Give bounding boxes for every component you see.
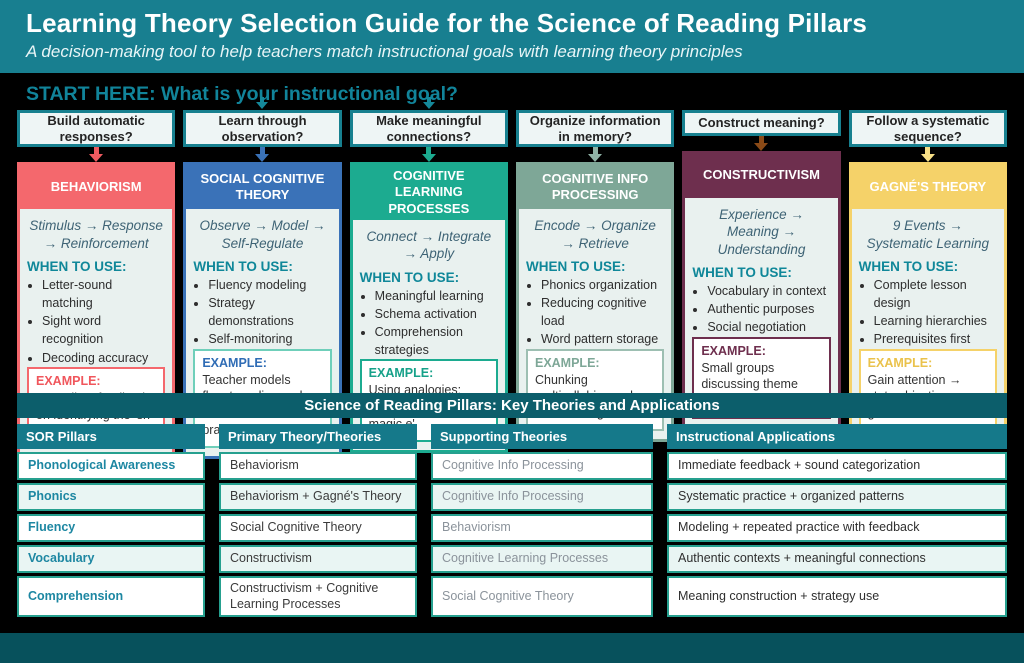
down-arrow-icon bbox=[183, 147, 341, 162]
when-to-use-label: WHEN TO USE: bbox=[359, 269, 460, 285]
example-label: EXAMPLE: bbox=[701, 343, 766, 358]
table-cell-applications: Modeling + repeated practice with feedba… bbox=[667, 514, 1007, 542]
theory-name: CONSTRUCTIVISM bbox=[685, 153, 838, 198]
down-arrow-icon bbox=[350, 147, 508, 162]
theory-card-constructivism: CONSTRUCTIVISM Experience → Meaning → Un… bbox=[682, 150, 841, 431]
table-cell-primary: Constructivism bbox=[219, 545, 417, 573]
table-cell-pillar: Comprehension bbox=[17, 576, 205, 618]
when-to-use-list: Vocabulary in context Authentic purposes… bbox=[692, 282, 830, 336]
table-cell-supporting: Cognitive Info Processing bbox=[431, 452, 653, 480]
table-cell-applications: Immediate feedback + sound categorizatio… bbox=[667, 452, 1007, 480]
table-title: Science of Reading Pillars: Key Theories… bbox=[17, 393, 1007, 418]
example-label: EXAMPLE: bbox=[534, 355, 600, 370]
header-band: Learning Theory Selection Guide for the … bbox=[0, 0, 1024, 73]
start-pointer-icon bbox=[256, 97, 269, 109]
summary-table: SOR Pillars Primary Theory/Theories Supp… bbox=[17, 424, 1007, 618]
column-behaviorism: Build automatic responses? BEHAVIORISM S… bbox=[17, 110, 176, 461]
page-subtitle: A decision-making tool to help teachers … bbox=[26, 41, 743, 61]
when-to-use-label: WHEN TO USE: bbox=[193, 259, 293, 275]
theory-name: SOCIAL COGNITIVE THEORY bbox=[186, 165, 339, 209]
theory-flow: Observe → Model → Self-Regulate bbox=[199, 218, 326, 251]
when-to-use-list: Phonics organization Reducing cognitive … bbox=[526, 276, 664, 349]
down-arrow-icon bbox=[682, 135, 840, 151]
column-header-supporting-theories: Supporting Theories bbox=[431, 424, 653, 449]
when-to-use-label: WHEN TO USE: bbox=[27, 259, 127, 275]
when-to-use-label: WHEN TO USE: bbox=[525, 259, 626, 275]
down-arrow-icon bbox=[17, 147, 175, 162]
question-box: Follow a systematic sequence? bbox=[848, 110, 1007, 147]
question-box: Make meaningful connections? bbox=[349, 110, 508, 147]
when-to-use-list: Fluency modeling Strategy demonstrations… bbox=[193, 276, 331, 349]
footer-band bbox=[0, 633, 1024, 663]
decision-columns: Build automatic responses? BEHAVIORISM S… bbox=[17, 97, 1007, 461]
when-to-use-label: WHEN TO USE: bbox=[858, 259, 959, 275]
table-cell-applications: Authentic contexts + meaningful connecti… bbox=[667, 545, 1007, 573]
when-to-use-list: Letter-sound matching Sight word recogni… bbox=[27, 276, 165, 367]
column-social-cognitive: Learn through observation? SOCIAL COGNIT… bbox=[183, 97, 342, 460]
theory-name: GAGNÉ'S THEORY bbox=[851, 165, 1004, 209]
example-label: EXAMPLE: bbox=[202, 355, 267, 370]
table-cell-supporting: Cognitive Info Processing bbox=[431, 483, 653, 511]
table-cell-primary: Constructivism + Cognitive Learning Proc… bbox=[219, 576, 417, 618]
example-label: EXAMPLE: bbox=[36, 373, 101, 388]
question-box: Organize information in memory? bbox=[515, 110, 675, 147]
theory-flow: Stimulus → Response → Reinforcement bbox=[29, 218, 163, 251]
table-cell-primary: Behaviorism + Gagné's Theory bbox=[219, 483, 417, 511]
column-cognitive-learning: Make meaningful connections? COGNITIVE L… bbox=[349, 97, 508, 453]
theory-name: COGNITIVE INFO PROCESSING bbox=[518, 165, 672, 209]
theory-flow: Connect → Integrate → Apply bbox=[366, 228, 492, 262]
question-box: Build automatic responses? bbox=[17, 110, 176, 147]
table-cell-primary: Behaviorism bbox=[219, 452, 417, 480]
example-label: EXAMPLE: bbox=[867, 355, 933, 370]
when-to-use-list: Complete lesson design Learning hierarch… bbox=[859, 276, 997, 349]
table-cell-supporting: Cognitive Learning Processes bbox=[431, 545, 653, 573]
table-cell-applications: Meaning construction + strategy use bbox=[667, 576, 1007, 618]
theory-flow: 9 Events → Systematic Learning bbox=[866, 218, 989, 251]
down-arrow-icon bbox=[516, 147, 674, 162]
start-pointer-icon bbox=[422, 97, 435, 109]
table-cell-applications: Systematic practice + organized patterns bbox=[667, 483, 1007, 511]
table-cell-supporting: Social Cognitive Theory bbox=[431, 576, 653, 618]
table-cell-primary: Social Cognitive Theory bbox=[219, 514, 417, 542]
column-constructivism: Construct meaning? CONSTRUCTIVISM Experi… bbox=[682, 110, 841, 431]
theory-name: BEHAVIORISM bbox=[20, 165, 173, 209]
column-cognitive-info: Organize information in memory? COGNITIV… bbox=[515, 110, 675, 443]
table-cell-pillar: Phonics bbox=[17, 483, 205, 511]
theory-flow: Experience → Meaning → Understanding bbox=[717, 206, 806, 257]
table-cell-pillar: Vocabulary bbox=[17, 545, 205, 573]
question-box: Construct meaning? bbox=[682, 110, 841, 136]
theory-flow: Encode → Organize → Retrieve bbox=[534, 218, 656, 251]
column-header-primary-theory: Primary Theory/Theories bbox=[219, 424, 417, 449]
table-cell-pillar: Fluency bbox=[17, 514, 205, 542]
theory-name: COGNITIVE LEARNING PROCESSES bbox=[352, 165, 505, 220]
column-header-sor-pillars: SOR Pillars bbox=[17, 424, 205, 449]
example-label: EXAMPLE: bbox=[368, 366, 434, 381]
column-header-instructional-applications: Instructional Applications bbox=[667, 424, 1007, 449]
page-title: Learning Theory Selection Guide for the … bbox=[26, 8, 868, 38]
when-to-use-list: Meaningful learning Schema activation Co… bbox=[360, 287, 498, 360]
table-cell-supporting: Behaviorism bbox=[431, 514, 653, 542]
column-gagne: Follow a systematic sequence? GAGNÉ'S TH… bbox=[848, 110, 1007, 443]
down-arrow-icon bbox=[849, 147, 1007, 162]
summary-table-section: Science of Reading Pillars: Key Theories… bbox=[17, 393, 1007, 618]
start-here-heading: START HERE: What is your instructional g… bbox=[26, 83, 458, 105]
question-box: Learn through observation? bbox=[183, 110, 342, 147]
table-cell-pillar: Phonological Awareness bbox=[17, 452, 205, 480]
when-to-use-label: WHEN TO USE: bbox=[692, 265, 792, 281]
